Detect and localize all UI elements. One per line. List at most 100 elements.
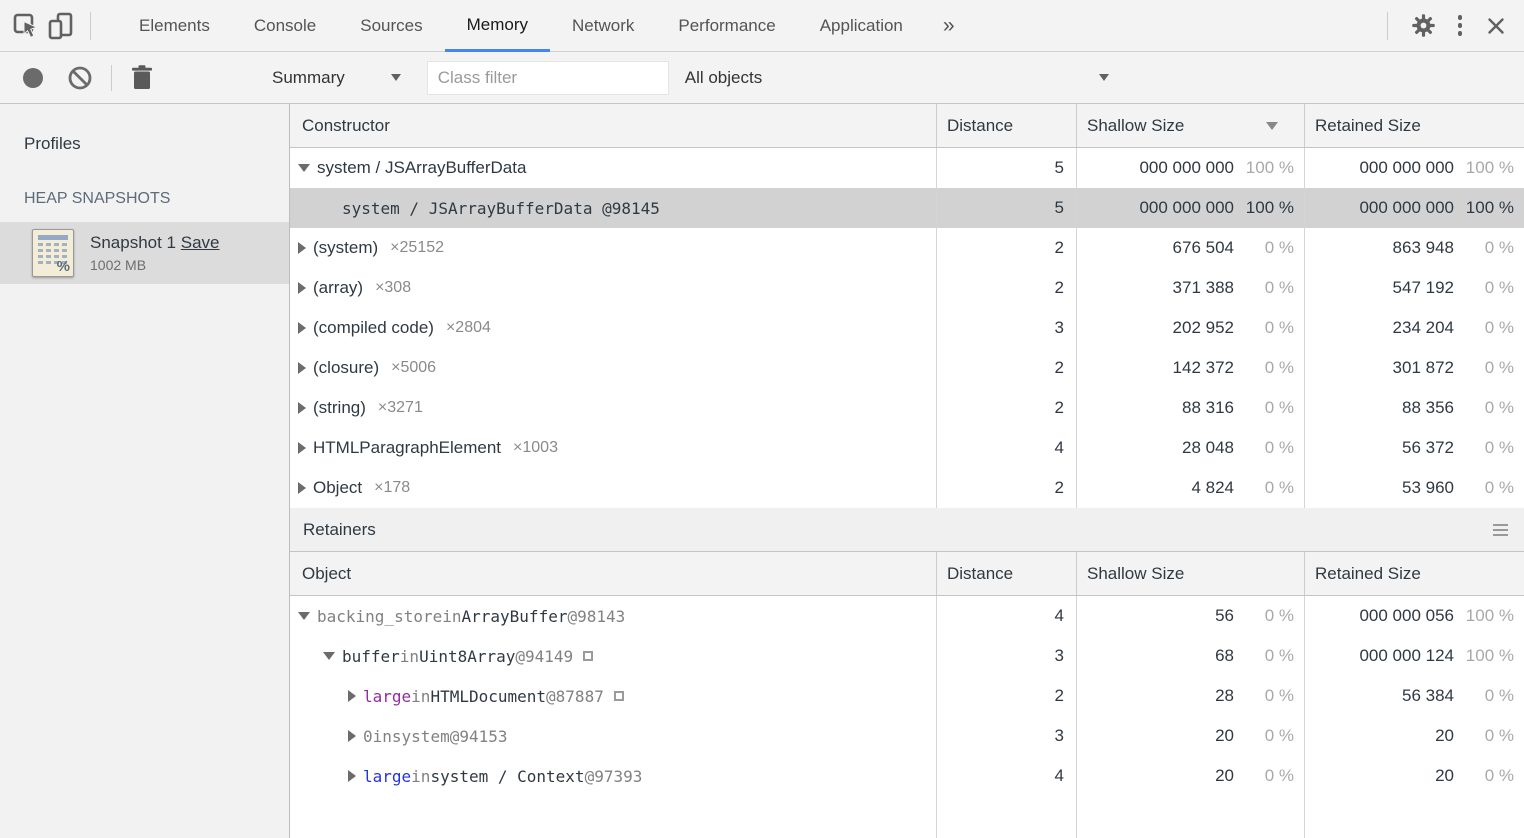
instance-count: ×3271: [377, 399, 423, 416]
chevron-down-icon: [1098, 74, 1109, 81]
tab-performance[interactable]: Performance: [678, 15, 776, 35]
column-header-distance[interactable]: Distance: [936, 104, 1076, 147]
tab-sources[interactable]: Sources: [360, 15, 423, 35]
tab-application[interactable]: Application: [819, 15, 903, 35]
constructor-name: (string): [313, 398, 366, 417]
record-heap-icon[interactable]: [23, 67, 43, 88]
retainers-section-bar: Retainers: [290, 508, 1524, 552]
distance-cell: 3: [936, 308, 1076, 348]
distance-cell: 2: [936, 468, 1076, 508]
expander-collapsed-icon[interactable]: [298, 402, 306, 414]
column-header-constructor[interactable]: Constructor: [302, 115, 390, 135]
inspect-element-icon[interactable]: [8, 8, 44, 44]
expander-expanded-icon[interactable]: [323, 652, 335, 660]
distance-cell: 2: [936, 676, 1076, 716]
retainer-object-part: system / Context: [430, 766, 585, 786]
distance-cell: 2: [936, 348, 1076, 388]
expander-collapsed-icon[interactable]: [298, 282, 306, 294]
retainers-table-header: Object Distance Shallow Size Retained Si…: [290, 552, 1524, 596]
retainer-object-part: backing_store: [317, 606, 443, 626]
toolbar-divider: [90, 11, 91, 40]
objects-filter-select[interactable]: All objects: [685, 68, 1109, 88]
expander-collapsed-icon[interactable]: [298, 442, 306, 454]
perspective-select[interactable]: Summary: [272, 68, 401, 88]
retainer-object-part: in: [411, 766, 431, 786]
settings-gear-icon[interactable]: [1406, 8, 1442, 44]
class-filter-input[interactable]: [426, 60, 669, 95]
expander-expanded-icon[interactable]: [298, 612, 310, 620]
column-header-object[interactable]: Object: [302, 563, 352, 583]
tab-console[interactable]: Console: [253, 15, 317, 35]
expander-collapsed-icon[interactable]: [348, 770, 356, 782]
distance-cell: 4: [936, 428, 1076, 468]
retainers-menu-icon[interactable]: [1493, 523, 1508, 536]
constructor-name: (system): [313, 238, 379, 257]
expander-collapsed-icon[interactable]: [298, 482, 306, 494]
more-tabs-button[interactable]: »: [942, 13, 955, 37]
constructor-name: system / JSArrayBufferData @98145: [342, 198, 660, 218]
tab-memory[interactable]: Memory: [444, 0, 551, 52]
expander-collapsed-icon[interactable]: [298, 242, 306, 254]
objects-filter-value: All objects: [684, 67, 763, 87]
expander-spacer: [323, 204, 335, 212]
retainer-object-part: @98143: [567, 606, 626, 626]
reveal-box-icon[interactable]: [613, 691, 624, 701]
retainer-object-cell: large in system / Context @97393: [290, 756, 936, 796]
retainer-object-part: @97393: [584, 766, 643, 786]
constructor-name-cell: (array)×308: [290, 268, 936, 308]
close-devtools-icon[interactable]: [1478, 8, 1514, 44]
column-header-retained-size[interactable]: Retained Size: [1304, 552, 1524, 595]
retainer-object-cell: buffer in Uint8Array @94149: [290, 636, 936, 676]
reveal-box-icon[interactable]: [583, 651, 594, 661]
snapshot-title: Snapshot 1: [90, 233, 177, 252]
delete-snapshot-icon[interactable]: [130, 64, 154, 91]
tab-network[interactable]: Network: [572, 15, 635, 35]
expander-collapsed-icon[interactable]: [298, 322, 306, 334]
instance-count: ×25152: [390, 239, 445, 256]
constructor-name-cell: (string) ×3271: [290, 388, 936, 428]
more-options-icon[interactable]: [1450, 15, 1471, 36]
instance-count: ×178: [374, 479, 411, 496]
retainer-object-part: ArrayBuffer: [461, 606, 568, 626]
distance-cell: 2: [936, 388, 1076, 428]
sidebar-item-snapshot-1[interactable]: % Snapshot 1 Save 1002 MB: [0, 222, 289, 284]
retainer-object-cell: large in HTMLDocument @87887: [290, 676, 936, 716]
save-snapshot-link[interactable]: Save: [180, 233, 220, 252]
expander-collapsed-icon[interactable]: [348, 690, 356, 702]
clear-profiles-icon[interactable]: [67, 65, 93, 91]
constructor-name-cell: system / JSArrayBufferData: [290, 148, 936, 188]
column-header-shallow-size[interactable]: Shallow Size: [1076, 552, 1304, 595]
expander-collapsed-icon[interactable]: [348, 730, 356, 742]
column-header-shallow-size[interactable]: Shallow Size: [1076, 104, 1304, 147]
tab-elements[interactable]: Elements: [139, 15, 210, 35]
column-header-distance[interactable]: Distance: [936, 552, 1076, 595]
device-toolbar-icon[interactable]: [44, 8, 80, 44]
expander-expanded-icon[interactable]: [298, 164, 310, 172]
expander-collapsed-icon[interactable]: [298, 362, 306, 374]
column-header-retained-size[interactable]: Retained Size: [1304, 104, 1524, 147]
retainer-object-part: in: [372, 726, 392, 746]
